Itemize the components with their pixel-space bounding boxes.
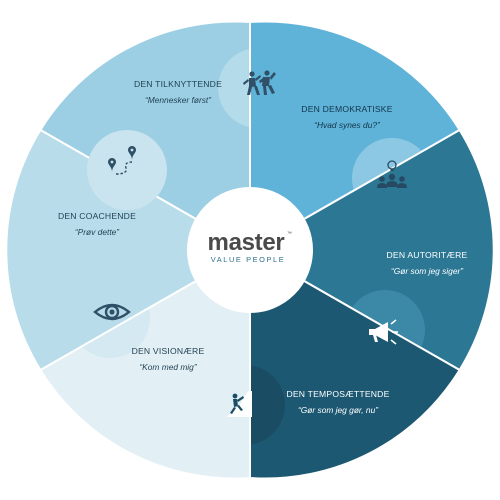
segment-visionaere-label: DEN VISIONÆRE “Kom med mig” <box>132 346 205 372</box>
segment-quote: “Prøv dette” <box>75 227 120 237</box>
segment-coachende-label: DEN COACHENDE “Prøv dette” <box>58 211 136 237</box>
segment-temposaettende-shape <box>249 248 461 480</box>
segment-temposaettende-label: DEN TEMPOSÆTTENDE “Gør som jeg gør, nu” <box>286 389 389 415</box>
segment-autoritaere-label: DEN AUTORITÆRE “Gør som jeg siger” <box>387 250 468 276</box>
climber-icon <box>227 391 252 417</box>
segment-title: DEN DEMOKRATISKE <box>301 104 392 114</box>
eye-icon <box>93 303 131 321</box>
segment-coachende <box>5 128 253 372</box>
segment-visionaere-shape <box>39 248 251 480</box>
center-circle <box>187 187 313 313</box>
segment-quote: “Gør som jeg siger” <box>391 266 464 276</box>
center-logo: master ™ VALUE PEOPLE <box>187 187 313 313</box>
segment-demokratiske-shape <box>249 20 461 252</box>
megaphone-icon <box>369 319 398 345</box>
segment-demokratiske-label: DEN DEMOKRATISKE “Hvad synes du?” <box>301 104 392 130</box>
logo-wordmark: master <box>208 229 285 256</box>
segment-tilknyttende-label: DEN TILKNYTTENDE “Mennesker først” <box>134 79 222 105</box>
segment-title: DEN AUTORITÆRE <box>387 250 468 260</box>
segment-title: DEN TILKNYTTENDE <box>134 79 222 89</box>
logo-trademark: ™ <box>287 231 292 237</box>
segment-title: DEN VISIONÆRE <box>132 346 205 356</box>
segment-autoritaere-shape <box>247 128 495 372</box>
segment-title: DEN TEMPOSÆTTENDE <box>286 389 389 399</box>
segment-coachende-shape <box>5 128 253 372</box>
group-idea-icon <box>377 160 407 188</box>
segment-quote: “Hvad synes du?” <box>314 120 381 130</box>
segment-quote: “Kom med mig” <box>139 362 197 372</box>
segment-title: DEN COACHENDE <box>58 211 136 221</box>
segment-quote: “Mennesker først” <box>145 95 212 105</box>
people-dancing-icon <box>243 70 276 95</box>
logo-tagline: VALUE PEOPLE <box>211 255 286 264</box>
segment-quote: “Gør som jeg gør, nu” <box>298 405 379 415</box>
route-pins-icon <box>108 146 136 175</box>
segment-coachende-tab <box>87 130 167 210</box>
